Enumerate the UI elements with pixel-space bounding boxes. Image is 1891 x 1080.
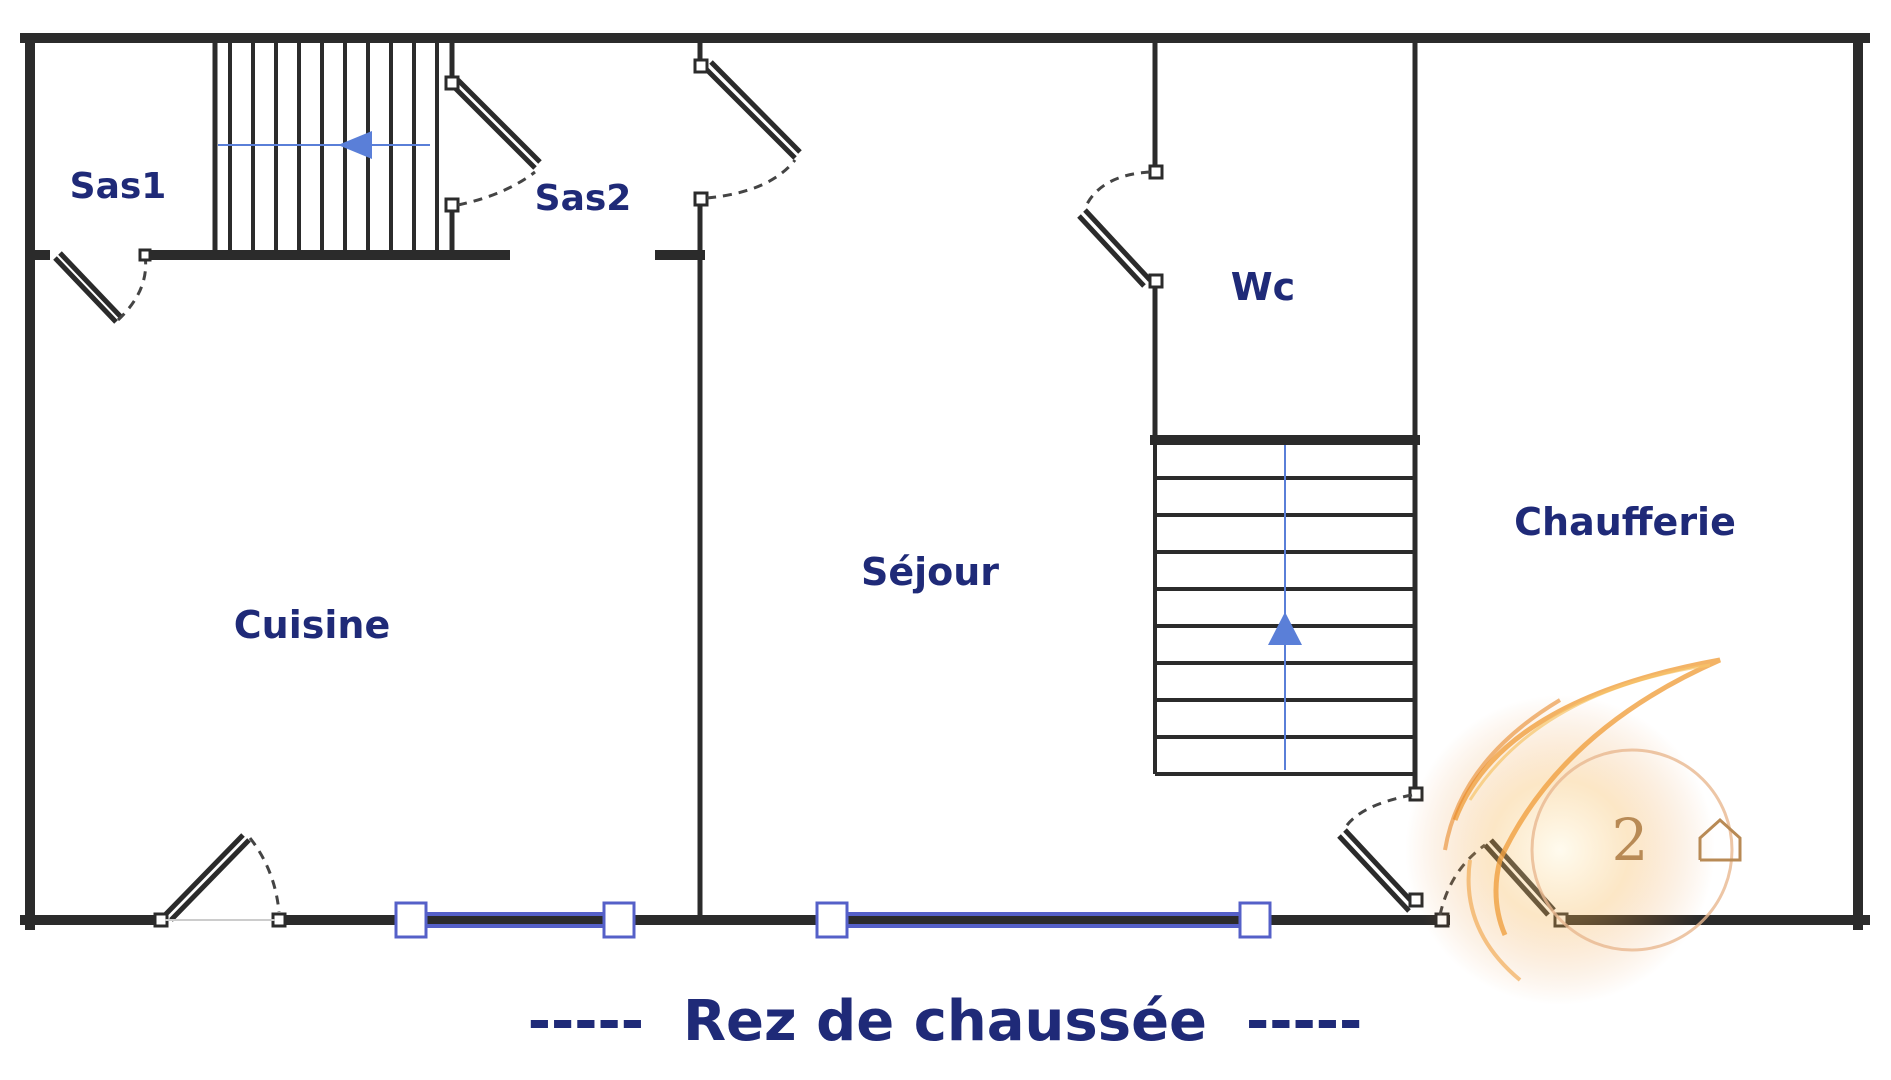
watermark-logo: 2 xyxy=(1405,657,1742,1005)
window-sejour xyxy=(815,901,1272,939)
room-label-sejour: Séjour xyxy=(861,550,999,594)
stair-arrow-up-icon xyxy=(1268,612,1302,645)
house-outline-icon xyxy=(1698,817,1742,862)
room-label-chaufferie: Chaufferie xyxy=(1514,500,1736,544)
floor-caption: ----- Rez de chaussée ----- xyxy=(528,989,1363,1054)
door-wc xyxy=(1077,164,1164,289)
stair-arrow-left-icon xyxy=(338,131,372,159)
door-sas1 xyxy=(53,248,152,324)
door-stairs-sas2 xyxy=(444,75,542,213)
logo-number: 2 xyxy=(1612,806,1649,874)
door-cuisine-exterior xyxy=(153,833,287,928)
room-label-wc: Wc xyxy=(1231,265,1295,309)
room-label-sas2: Sas2 xyxy=(535,178,632,219)
room-label-sas1: Sas1 xyxy=(70,166,167,207)
staircase-upper xyxy=(218,38,439,250)
door-sas2-sejour xyxy=(693,58,802,207)
staircase-lower xyxy=(1153,440,1413,776)
room-label-cuisine: Cuisine xyxy=(234,603,390,647)
window-cuisine xyxy=(394,901,636,939)
